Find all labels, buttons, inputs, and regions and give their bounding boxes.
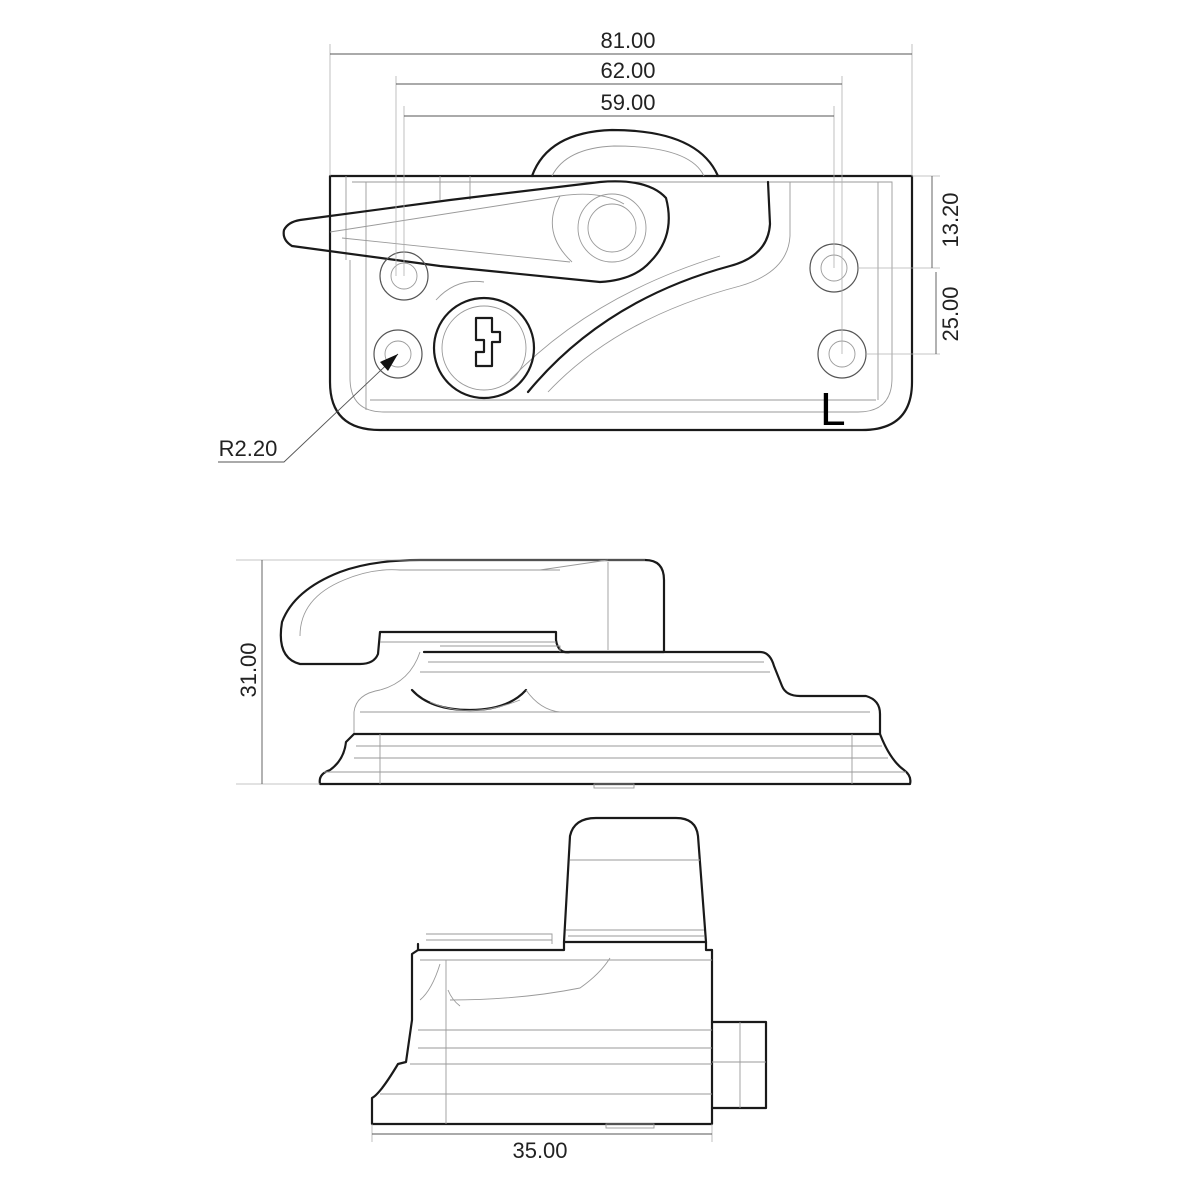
lock-cylinder [432,296,536,400]
dim-radius: R2.20 [219,436,278,461]
body-web [526,180,772,394]
top-view: 81.00 62.00 59.00 13.20 25.00 R2.20 L [218,28,963,463]
dim-upper-height: 13.20 [938,192,963,247]
top-view-base-outline [328,174,914,432]
hand-marker: L [820,383,846,435]
end-latch-tongue [710,1020,768,1110]
dim-side-height: 31.00 [236,642,261,697]
side-upper-body [422,650,882,736]
end-body [370,948,714,1126]
dim-overall-width: 81.00 [600,28,655,53]
side-view: 31.00 [236,558,912,789]
end-view: 35.00 [370,816,768,1163]
lever-arm [282,180,670,284]
key-slot [474,316,502,368]
end-knob [562,816,708,944]
dim-inner-hole-spacing: 59.00 [600,90,655,115]
screw-hole-bottom-left [373,329,423,379]
cam-dome [530,128,720,178]
side-handle [279,558,666,666]
side-base [318,732,912,786]
dim-lower-height: 25.00 [938,286,963,341]
dim-end-width: 35.00 [512,1138,567,1163]
dim-outer-hole-spacing: 62.00 [600,58,655,83]
